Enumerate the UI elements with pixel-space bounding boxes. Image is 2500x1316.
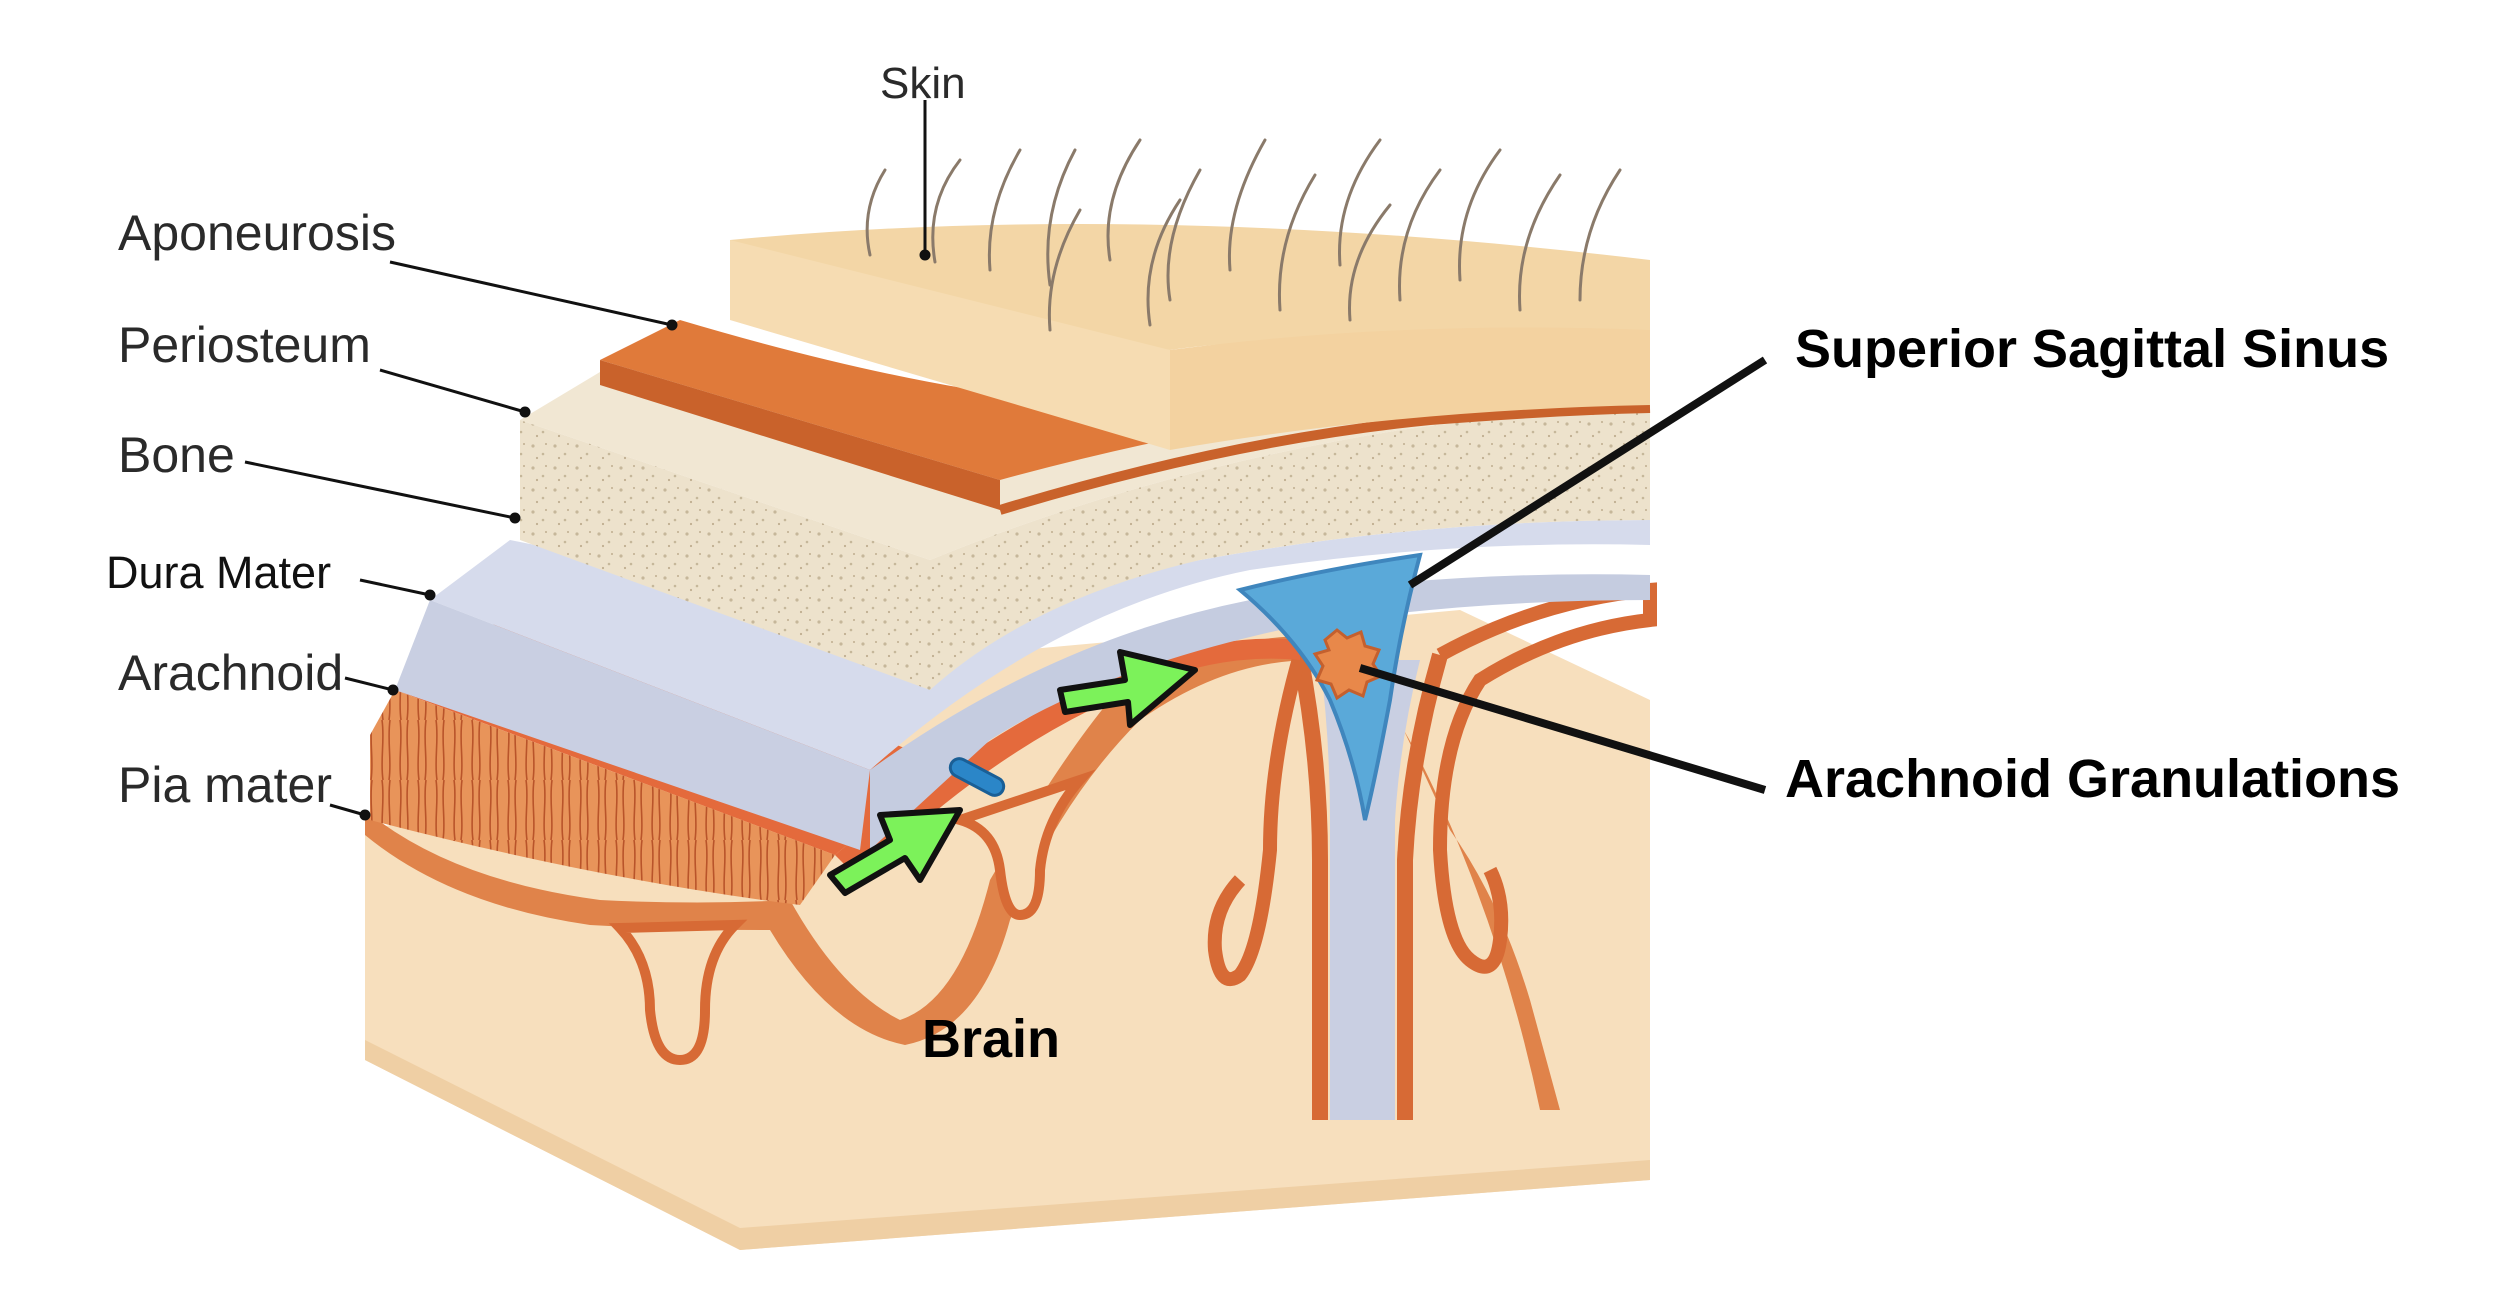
brain-bottom-face [365, 1040, 1650, 1250]
arachnoid-granulation [1312, 628, 1384, 701]
aponeurosis-top [600, 320, 1650, 480]
hair-icon [865, 138, 1622, 332]
sulcus-middle [943, 769, 1096, 921]
sinus-shape [1235, 552, 1423, 821]
label-periosteum: Periosteum [118, 317, 371, 373]
dura-front-face [395, 600, 870, 850]
label-arachnoid: Arachnoid [118, 645, 344, 701]
superior-sagittal-sinus [1235, 552, 1423, 821]
arrow-icon [827, 649, 1198, 896]
skin-layer [730, 224, 1650, 450]
sulcus-left [608, 919, 748, 1066]
dura-curve-band [870, 574, 1650, 850]
skin-curve-face [1170, 327, 1650, 450]
label-arachnoid-granulations: Arachnoid Granulations [1785, 749, 2401, 809]
fissure-wall-left [1292, 653, 1328, 1120]
longitudinal-fissure [1320, 660, 1420, 1120]
bone-curve [930, 405, 1650, 690]
periosteum-line [998, 403, 1651, 515]
arachnoid-fibers [370, 690, 835, 905]
bone-front-face [520, 420, 930, 690]
leader-lines [244, 100, 1768, 821]
skin-front-face [730, 240, 1170, 450]
label-aponeurosis: Aponeurosis [118, 205, 396, 261]
blood-vessel-icon [948, 757, 1006, 797]
label-dura-mater: Dura Mater [106, 547, 332, 598]
fissure-wall-right [1397, 652, 1448, 1120]
aponeurosis-front [600, 360, 1000, 510]
label-bone: Bone [118, 427, 235, 483]
label-brain: Brain [922, 1009, 1061, 1069]
left-fissure-fold [1207, 653, 1307, 986]
aponeurosis-layer [600, 320, 1651, 515]
label-skin: Skin [880, 59, 966, 108]
label-pia-mater: Pia mater [118, 757, 332, 813]
label-superior-sagittal-sinus: Superior Sagittal Sinus [1795, 319, 2390, 379]
